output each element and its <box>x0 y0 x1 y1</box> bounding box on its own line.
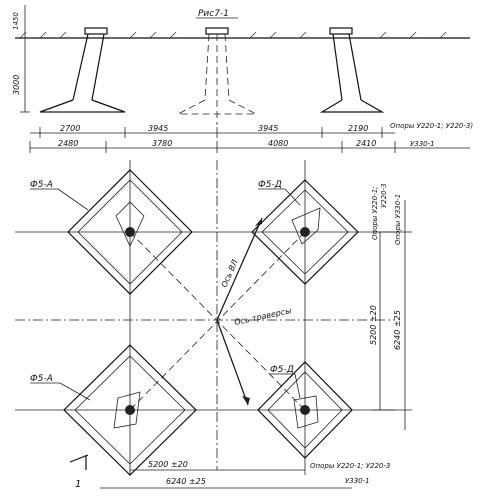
plan-note-1: Опоры У220-1; <box>371 186 379 240</box>
vert-dim-1: 5200 ±20 <box>369 305 378 345</box>
dim-row2-1: 2480 <box>58 139 78 148</box>
footing-label-bl: Ф5-А <box>30 374 53 384</box>
corner-label: 1 <box>75 479 81 490</box>
bottom-note-1: Опоры У220-1; У220-3 <box>310 462 390 470</box>
arrow-down <box>216 319 249 406</box>
dim-row2-2: 3780 <box>152 139 172 148</box>
dim-row1-1: 2700 <box>60 124 80 133</box>
right-footing-elevation <box>319 27 385 113</box>
plan-note-2: У220-3 <box>380 183 388 208</box>
dim-height: 3000 <box>12 75 21 95</box>
ground-hatch <box>19 31 447 39</box>
elevation-note-1: Опоры У220-1; У220-3) <box>390 122 473 130</box>
footing-top-right <box>251 179 359 285</box>
dim-row1-4: 2190 <box>348 124 368 133</box>
footing-bottom-left <box>63 344 197 476</box>
footing-label-br: Ф5-Д <box>270 365 294 375</box>
plan-note-3: Опоры У330-1 <box>394 194 402 245</box>
dimension-row-1: 2700 3945 3945 2190 <box>30 124 395 138</box>
footing-top-left <box>67 169 193 295</box>
dim-row1-2: 3945 <box>148 124 168 133</box>
horiz-dim-1: 5200 ±20 <box>148 460 188 469</box>
footing-label-tr: Ф5-Д <box>258 180 282 190</box>
vl-axis-arrow <box>216 217 263 321</box>
horiz-dim-2: 6240 ±25 <box>166 477 206 486</box>
dim-row2-3: 4080 <box>268 139 288 148</box>
plan-view: Ф5-А Ф5-Д Ф5-Д Ф5-А Ось траверсы Ось ВЛ … <box>15 160 412 490</box>
vert-dim-2: 6240 ±25 <box>393 310 402 350</box>
horizontal-dimensions: 5200 ±20 6240 ±25 <box>100 460 352 489</box>
bottom-note-2: У330-1 <box>345 477 370 485</box>
footing-bottom-right <box>257 361 353 459</box>
dimension-row-2: 2480 3780 4080 2410 <box>29 139 396 153</box>
center-footing-elevation <box>177 27 257 125</box>
dim-row2-4: 2410 <box>356 139 376 148</box>
vl-axis-label: Ось ВЛ <box>220 258 240 289</box>
vertical-dimensions: 5200 ±20 6240 ±25 <box>369 200 412 430</box>
dim-top-left: 1450 <box>12 12 20 30</box>
footing-label-tl: Ф5-А <box>30 180 53 190</box>
dim-row1-3: 3945 <box>258 124 278 133</box>
left-footing-elevation <box>39 27 126 113</box>
section-marker <box>69 454 89 463</box>
traverse-axis-label: Ось траверсы <box>234 306 293 327</box>
elevation-view: Рис7-1 1450 3000 2700 3945 3945 2190 <box>12 5 473 153</box>
elevation-top-label: Рис7-1 <box>198 9 229 19</box>
elevation-note-2: У330-1 <box>410 140 435 148</box>
